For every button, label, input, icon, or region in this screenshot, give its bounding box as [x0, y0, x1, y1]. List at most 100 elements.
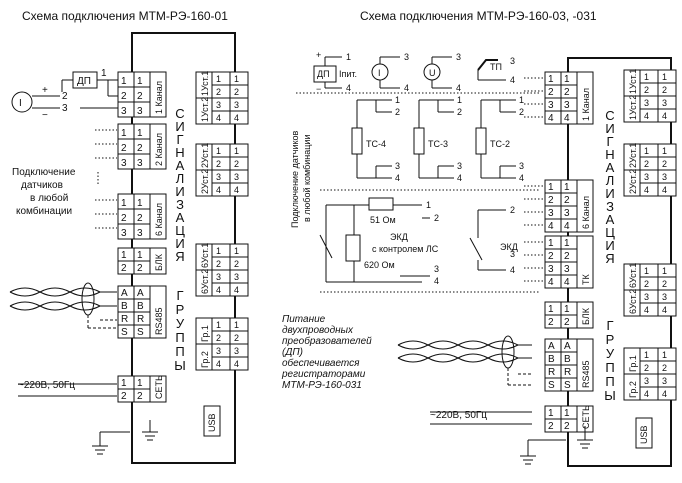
right-signal-letters-char: И	[605, 121, 614, 136]
right-channel-1-pin-r-3: 3	[564, 100, 570, 111]
right-ekd: ЭКД 2 3 4	[469, 205, 518, 275]
right-channel-1-pin-l-3: 3	[548, 100, 554, 111]
right-relay-6-pin-l-2: 2	[644, 279, 649, 289]
right-channel-6-pin-r-3: 3	[564, 208, 570, 219]
left-signal-letters-char: Я	[175, 249, 184, 264]
right-signal-letters-char: И	[605, 186, 614, 201]
right-tk-pin-l-1: 1	[548, 238, 554, 249]
right-signal-letters-char: З	[606, 199, 614, 214]
left-channel-6-pin-r-3: 3	[137, 228, 143, 239]
right-diagram-title: Схема подключения МТМ-РЭ-160-03, -031	[360, 9, 597, 23]
right-current-pin-3: 3	[404, 52, 409, 62]
right-thermocouple: ТП 3 4	[477, 56, 515, 85]
left-power-pin-l-1: 1	[121, 378, 127, 389]
right-relay-6-label-2: 6Уст.2	[628, 289, 638, 314]
right-relay-group-pin-r-4: 4	[662, 389, 667, 399]
right-channel-1-pin-l-1: 1	[548, 74, 554, 85]
right-relay-6-label-1: 6Уст.1	[628, 263, 638, 288]
right-rs485-cable	[397, 335, 532, 386]
left-rs485-pin-r-4: S	[137, 327, 144, 338]
right-relay-2-label-1: 2Уст.1	[628, 143, 638, 168]
right-relay-2-pin-l-1: 1	[644, 146, 649, 156]
right-tc-label-2: ТС-3	[428, 139, 448, 149]
right-tc-pin-4: 4	[395, 173, 400, 183]
left-relay-2-pin-l-2: 2	[216, 159, 221, 169]
right-relay-2-pin-l-2: 2	[644, 159, 649, 169]
left-signal-letters-char: Л	[176, 171, 185, 186]
right-signal-letters-char: С	[605, 108, 614, 123]
right-relay-1-pin-l-3: 3	[644, 98, 649, 108]
right-tp-label: ТП	[490, 62, 502, 72]
left-blk-label: БЛК	[154, 253, 164, 271]
left-groups-letters-char: Ы	[174, 358, 186, 373]
left-relay-2-pin-l-3: 3	[216, 172, 221, 182]
right-channel-1-pin-r-1: 1	[564, 74, 570, 85]
left-sensors-note-4: комбинации	[16, 205, 72, 217]
left-channel-1-pin-r-3: 3	[137, 106, 143, 117]
left-signal-letters-char: Ц	[175, 223, 185, 238]
right-tk-pin-l-2: 2	[548, 251, 554, 262]
right-blk-pin-r-2: 2	[564, 317, 570, 328]
left-groups-letters-char: У	[176, 316, 185, 331]
left-channel-6-pin-r-2: 2	[137, 213, 143, 224]
right-current-symbol: I	[378, 68, 381, 78]
right-tc-pin-3: 3	[519, 161, 524, 171]
left-relay-1-pin-l-1: 1	[216, 74, 221, 84]
left-sensors-note-3: в любой	[30, 192, 68, 204]
right-channel-leads	[524, 77, 545, 282]
right-ekd-lc: 51 Ом ЭКД с контролем ЛС 620 Ом 1 2 3 4	[319, 197, 439, 286]
right-ekd-pin-1: 1	[426, 200, 431, 210]
left-relay-1-pin-r-1: 1	[234, 74, 239, 84]
left-relay-6-pin-l-3: 3	[216, 272, 221, 282]
right-channel-6-pin-l-1: 1	[548, 182, 554, 193]
right-power-note-line: обеспечивается	[282, 357, 360, 369]
right-rs485-pin-r-1: A	[564, 341, 571, 352]
left-relay-6-pin-r-3: 3	[234, 272, 239, 282]
left-power-pin-r-1: 1	[137, 378, 143, 389]
right-groups-letters-char: Р	[606, 332, 615, 347]
right-power-note-line: регистраторами	[281, 369, 366, 380]
left-relay-6-label-1: 6Уст.1	[200, 243, 210, 268]
right-current-source: I 3 4	[371, 52, 409, 93]
left-relay-group-pin-r-3: 3	[234, 346, 239, 356]
right-tc-pin-1: 1	[395, 95, 400, 105]
left-relay-6-pin-r-1: 1	[234, 246, 239, 256]
left-groups-letters-char: П	[175, 330, 184, 345]
right-r620-label: 620 Ом	[364, 260, 395, 270]
left-channel-2-pin-r-2: 2	[137, 143, 143, 154]
right-tp-pin-4: 4	[510, 75, 515, 85]
right-channel-1-pin-r-4: 4	[564, 113, 570, 124]
left-source-plus: +	[42, 85, 48, 96]
right-tc-pin-4: 4	[457, 173, 462, 183]
left-channel-2-label: 2 Канал	[154, 133, 164, 166]
right-tp-pin-3: 3	[510, 56, 515, 66]
right-power-note-line: двухпроводных	[282, 325, 354, 336]
left-usb-label: USB	[207, 413, 217, 432]
right-relay-2-pin-r-3: 3	[662, 172, 667, 182]
left-channel-6-label: 6 Канал	[154, 203, 164, 236]
right-relay-2-pin-l-3: 3	[644, 172, 649, 182]
right-tc-label-3: ТС-2	[490, 139, 510, 149]
left-source-minus: −	[42, 110, 48, 121]
right-dp-sensor: ДП Іпит. + − 1 4	[313, 50, 357, 94]
right-tk-pin-r-3: 3	[564, 264, 570, 275]
left-power-text: ~220В, 50Гц	[18, 380, 75, 391]
right-relay-2-label-2: 2Уст.2	[628, 169, 638, 194]
right-power-text: ~220В, 50Гц	[430, 410, 487, 421]
left-relay-1-pin-l-4: 4	[216, 113, 221, 123]
right-relay-group-label-1: Гр.1	[628, 355, 638, 372]
right-channel-6-pin-r-1: 1	[564, 182, 570, 193]
left-relay-2-pin-r-1: 1	[234, 146, 239, 156]
